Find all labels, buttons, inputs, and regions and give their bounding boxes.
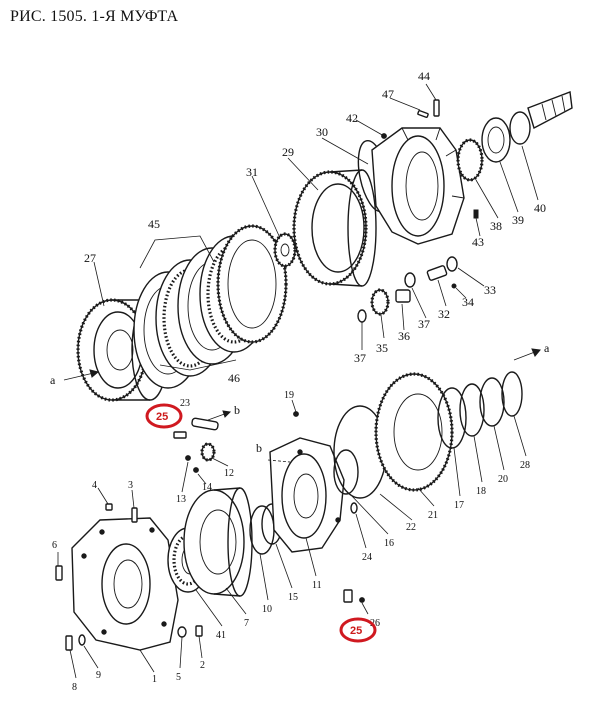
label-44: 44 [418,69,430,83]
reference-arrow-a-right [513,348,541,361]
label-5: 5 [176,672,181,683]
label-8: 8 [72,682,77,693]
part-16-ring [333,449,359,495]
part-24-pin [350,502,358,514]
part-21-gear-disc [374,372,454,492]
label-46: 46 [228,371,240,385]
label-43: 43 [472,235,484,249]
label-27: 27 [84,251,96,265]
label-16: 16 [384,538,394,549]
part-28-snap-ring [501,371,523,417]
ref-b-top: b [234,403,240,417]
label-18: 18 [476,486,486,497]
label-7: 7 [244,618,249,629]
label-6: 6 [52,540,57,551]
assembly-line-b [267,459,291,463]
label-35: 35 [376,341,388,355]
highlight-label: 25 [156,411,168,423]
part-39-ball-bearing [481,117,511,163]
highlight-ring [339,617,377,643]
label-26: 26 [370,618,380,629]
part-7-piston [183,487,253,597]
highlight-callout-25-bottom: 25 [339,617,377,643]
label-19: 19 [284,390,294,401]
label-31: 31 [246,165,258,179]
label-37a: 37 [354,351,366,365]
part-46-leader [159,359,237,371]
part-11-cylinder-housing [269,437,345,553]
label-37b: 37 [418,317,430,331]
label-47: 47 [382,87,394,101]
part-18-ring [459,383,485,437]
highlight-ring [145,403,183,429]
part-42-carrier-housing [371,127,465,245]
label-30: 30 [316,125,328,139]
reference-arrow-b-top [207,410,232,421]
part-23-lock-plate-and-bolt-25 [173,417,219,439]
label-12: 12 [224,468,234,479]
highlight-label: 25 [350,625,362,637]
part-38-needle-bearing [456,138,484,182]
reference-letters: a a b b [50,341,550,455]
label-14: 14 [202,482,212,493]
parts-2-9-fasteners [55,503,203,651]
parts-45-46-friction-disc-pack [133,224,288,389]
part-43-bolt [473,209,479,219]
label-33: 33 [484,283,496,297]
output-shaft [527,91,573,130]
label-36: 36 [398,329,410,343]
highlight-callout-25-top: 25 [145,403,183,429]
label-45: 45 [148,217,160,231]
label-34: 34 [462,295,474,309]
label-32: 32 [438,307,450,321]
label-38: 38 [490,219,502,233]
label-17: 17 [454,500,464,511]
label-2: 2 [200,660,205,671]
upper-leader-lines [93,83,539,350]
part-number-labels: 27 45 46 31 29 30 42 47 44 38 39 40 43 3… [52,69,546,693]
reference-arrow-a-left [63,369,100,381]
part-40-retaining-ring [509,111,531,145]
label-3: 3 [128,480,133,491]
label-20: 20 [498,474,508,485]
lower-leader-lines [57,399,527,679]
figure-title: РИС. 1505. 1-Я МУФТА [10,8,179,25]
label-15: 15 [288,592,298,603]
label-24: 24 [362,552,372,563]
ref-a-left: a [50,373,56,387]
part-45-bracket [139,235,215,269]
label-9: 9 [96,670,101,681]
part-1-clutch-housing [71,517,179,651]
label-21: 21 [428,510,438,521]
parts-44-47-pins [417,99,440,119]
label-22: 22 [406,522,416,533]
label-41: 41 [216,630,226,641]
part-17-ring [437,387,467,449]
part-29-ring-gear [292,169,377,287]
label-40: 40 [534,201,546,215]
label-42: 42 [346,111,358,125]
label-11: 11 [312,580,322,591]
bolt-25-lower [343,589,353,603]
label-4: 4 [92,480,97,491]
part-19-pin [293,411,299,417]
ref-a-right: a [544,341,550,355]
parts-12-14-pins [185,442,216,473]
label-13: 13 [176,494,186,505]
label-10: 10 [262,604,272,615]
label-23: 23 [180,398,190,409]
ref-b-mid: b [256,441,262,455]
label-39: 39 [512,213,524,227]
part-26-washer [359,597,365,603]
label-1: 1 [152,674,157,685]
label-28: 28 [520,460,530,471]
part-20-ring [479,377,505,427]
part-31-pinion-gear [273,232,297,268]
label-29: 29 [282,145,294,159]
parts-32-37-pinion-pins-washers [357,256,458,323]
